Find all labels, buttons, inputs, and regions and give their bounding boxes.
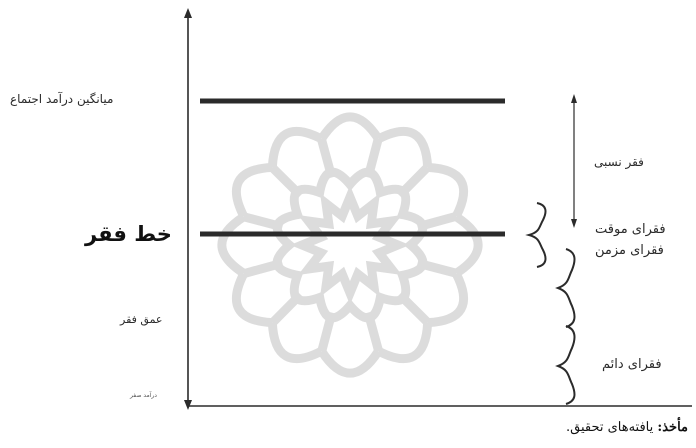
temporary-poverty-label: فقرای موقت	[595, 222, 666, 237]
poverty-depth-label: عمق فقر	[120, 313, 163, 326]
brace-chronic-icon	[558, 249, 574, 327]
watermark-petal	[222, 217, 244, 274]
watermark-petal	[236, 274, 272, 323]
watermark-petal	[322, 117, 379, 139]
relative-poverty-arrow-bottom-icon	[571, 219, 577, 228]
poverty-line-label: خط فقر	[85, 222, 172, 246]
brace-temporary-icon	[529, 203, 545, 267]
axis-arrow-top-icon	[184, 8, 192, 18]
watermark-petal	[272, 131, 321, 167]
watermark-petal	[236, 167, 272, 216]
watermark-rosette	[222, 117, 478, 373]
source-note: مأخذ: یافته‌های تحقیق.	[566, 420, 688, 435]
brace-permanent-icon	[558, 326, 574, 404]
watermark-petal	[456, 217, 478, 274]
source-text: یافته‌های تحقیق.	[566, 420, 653, 435]
watermark-petal	[379, 323, 428, 359]
chronic-poverty-label: فقرای مزمن	[595, 243, 664, 258]
relative-poverty-arrow-top-icon	[571, 94, 577, 103]
watermark-center-star	[302, 197, 398, 293]
watermark-petal	[379, 131, 428, 167]
watermark-petal	[428, 274, 464, 323]
mean-income-label: میانگین درآمد اجتماع	[10, 92, 113, 106]
relative-poverty-label: فقر نسبی	[594, 155, 644, 169]
watermark-petal	[272, 323, 321, 359]
permanent-poverty-label: فقرای دائم	[602, 357, 662, 372]
axis-arrow-bottom-icon	[184, 400, 192, 410]
zero-income-label: درآمد صفر	[130, 392, 157, 399]
watermark-petal	[322, 351, 379, 373]
source-prefix: مأخذ:	[657, 420, 688, 435]
watermark-petal	[428, 167, 464, 216]
